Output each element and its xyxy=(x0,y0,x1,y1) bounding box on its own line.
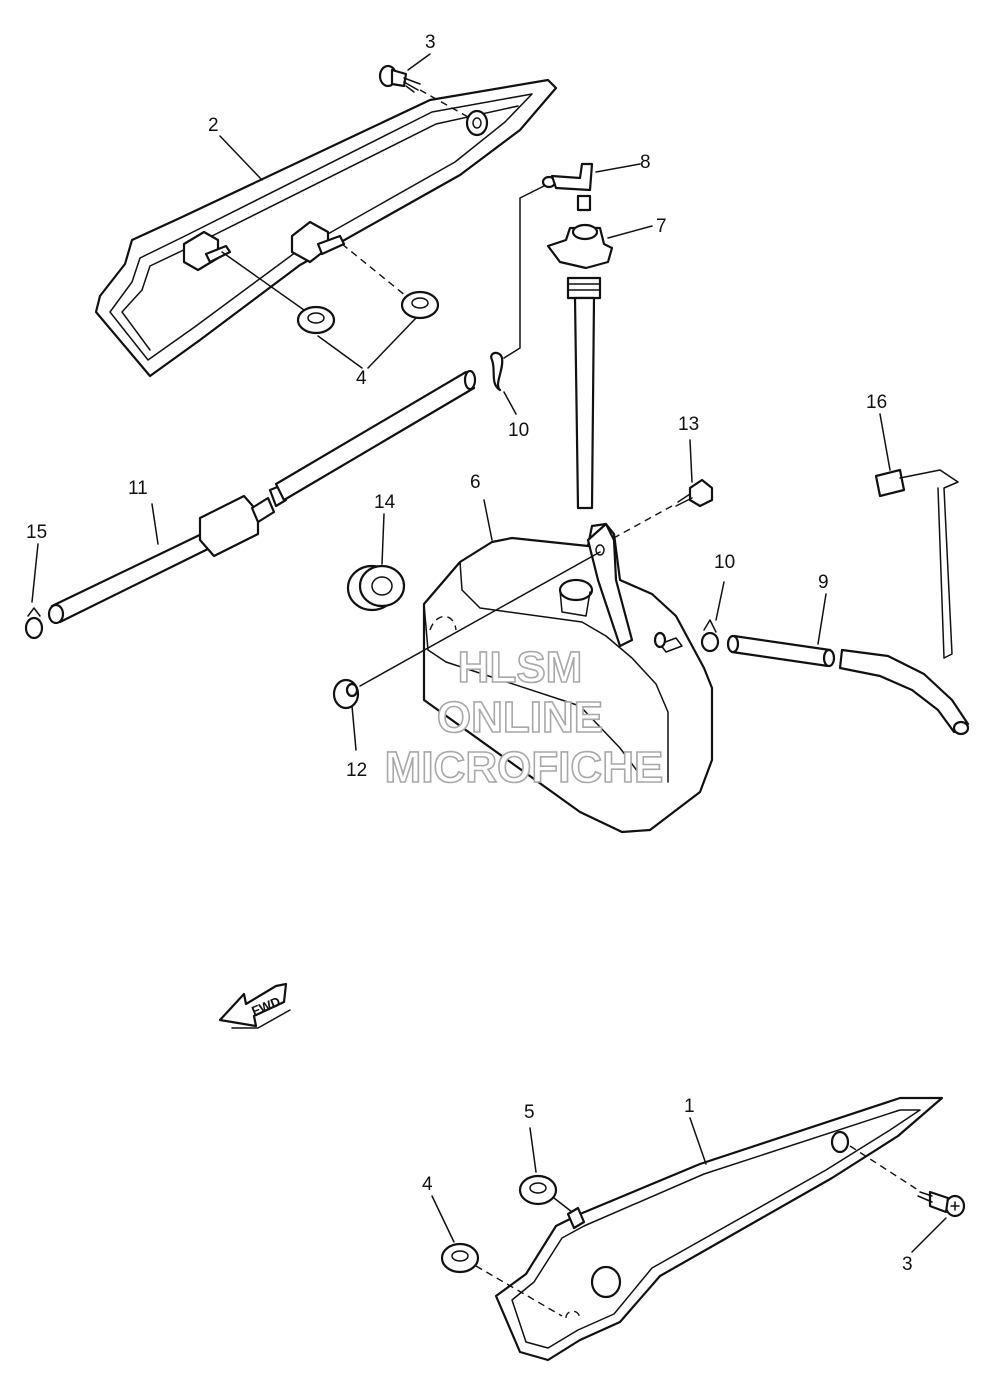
callout-15: 15 xyxy=(26,522,47,543)
part-10-clip-right xyxy=(700,619,720,653)
part-8-breather-elbow xyxy=(541,162,594,212)
callout-3-top: 3 xyxy=(425,32,436,53)
part-4-grommets-top xyxy=(296,290,440,335)
callout-14: 14 xyxy=(374,492,396,513)
fwd-arrow-icon: FWD xyxy=(218,982,291,1029)
part-2-side-cover-upper xyxy=(94,78,558,378)
callout-8: 8 xyxy=(640,152,651,173)
part-3-screw-bottom xyxy=(917,1190,966,1218)
callout-9: 9 xyxy=(818,572,829,593)
callout-7: 7 xyxy=(656,216,667,237)
watermark-line-3: MICROFICHE xyxy=(385,743,664,792)
part-12-bolt xyxy=(332,678,360,710)
callout-4-top: 4 xyxy=(356,368,367,389)
callouts: 3 2 8 7 4 10 16 13 11 6 14 15 10 9 12 1 … xyxy=(26,32,913,1275)
part-7-filler-cap xyxy=(546,223,614,510)
callout-5: 5 xyxy=(524,1102,535,1123)
callout-16: 16 xyxy=(866,392,887,413)
part-11-hose xyxy=(47,369,477,625)
callout-10-right: 10 xyxy=(714,552,735,573)
callout-12: 12 xyxy=(346,760,367,781)
callout-11: 11 xyxy=(128,478,148,499)
callout-13: 13 xyxy=(678,414,699,435)
part-5-grommet xyxy=(518,1174,586,1230)
part-9-overflow-hose xyxy=(726,634,970,736)
part-4-grommet-bottom xyxy=(440,1242,480,1274)
callout-1: 1 xyxy=(684,1096,695,1117)
callout-4-bottom: 4 xyxy=(422,1174,433,1195)
part-10-clip-left xyxy=(490,351,504,392)
callout-2: 2 xyxy=(208,115,219,136)
fwd-label: FWD xyxy=(249,994,282,1019)
part-13-bolt xyxy=(675,478,714,508)
part-1-side-cover-lower xyxy=(494,1096,944,1362)
callout-6: 6 xyxy=(470,472,481,493)
watermark-line-1: HLSM xyxy=(458,643,583,692)
watermark-line-2: ONLINE xyxy=(437,693,603,742)
part-16-band xyxy=(874,468,959,659)
part-6-reservoir-tank xyxy=(422,522,714,834)
part-3-screw-top xyxy=(378,64,421,93)
watermark: HLSM ONLINE MICROFICHE xyxy=(384,642,664,793)
callout-10-left: 10 xyxy=(508,420,529,441)
part-14-grommet xyxy=(346,564,406,612)
callout-3-bottom: 3 xyxy=(902,1254,913,1275)
part-15-clip xyxy=(24,607,44,640)
